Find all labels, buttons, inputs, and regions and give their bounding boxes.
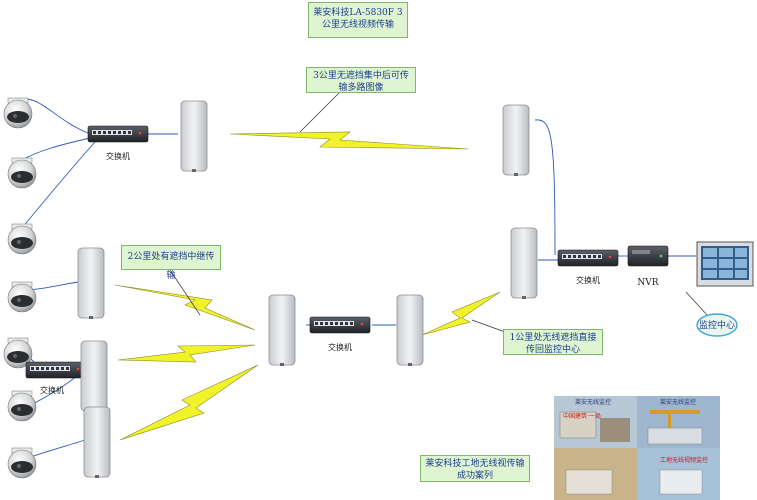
wireless-link-3km (229, 131, 469, 150)
dome-camera-icon (7, 447, 37, 479)
switch-icon (87, 125, 149, 143)
case-photo: 莱安无线监控 莱安无线监控 中国建筑·一局 工地无线视频监控 (554, 396, 720, 500)
dome-camera-icon (7, 281, 37, 313)
case-photo-caption: 工地无线视频监控 (660, 456, 708, 464)
switch-label: 交换机 (106, 151, 130, 161)
case-photo-caption: 莱安无线监控 (575, 398, 611, 406)
switch-icon (25, 361, 87, 379)
wireless-link-1km (421, 291, 501, 336)
switch-icon (309, 316, 371, 334)
panel-antenna-icon (502, 104, 530, 177)
case-callout: 莱安科技工地无线视传输成功案列 (420, 455, 530, 482)
panel-antenna-icon (396, 294, 424, 367)
relay-callout: 2公里处有遮挡中继传输 (121, 245, 221, 281)
panel-antenna-icon (510, 227, 538, 300)
monitor-center-badge (696, 313, 738, 337)
panel-antenna-icon (77, 247, 105, 320)
title-callout: 莱安科技LA-5830F 3公里无线视频传输 (308, 2, 408, 38)
wireless-links (114, 131, 501, 441)
switch-icon (557, 249, 619, 267)
panel-antenna-icon (83, 406, 111, 479)
dome-camera-icon (7, 223, 37, 255)
direct-callout: 1公里处无线遮挡直接传回监控中心 (503, 329, 603, 355)
monitor-center-label: 监控中心 (699, 319, 735, 331)
panel-antenna-icon (80, 340, 108, 413)
monitor-icon (696, 241, 754, 287)
panel-antenna-icon (268, 294, 296, 367)
dome-camera-icon (7, 157, 37, 189)
wireless-link-relay-top (114, 284, 256, 331)
unobstructed-callout: 3公里无遮挡集中后可传输多路图像 (306, 67, 416, 93)
dome-camera-icon (3, 97, 33, 129)
case-photo-caption: 莱安无线监控 (660, 398, 696, 406)
nvr-label: NVR (637, 278, 658, 288)
switch-label: 交换机 (40, 385, 64, 395)
nvr-device (627, 245, 669, 267)
callout-pointers (169, 91, 709, 333)
case-photo-caption: 中国建筑·一局 (563, 412, 601, 420)
switch-label: 交换机 (328, 342, 352, 352)
wireless-link-relay-bottom (119, 364, 259, 441)
switch-label: 交换机 (576, 275, 600, 285)
wireless-link-relay-mid (117, 344, 256, 363)
panel-antenna-icon (180, 100, 208, 173)
dome-camera-icon (7, 390, 37, 422)
